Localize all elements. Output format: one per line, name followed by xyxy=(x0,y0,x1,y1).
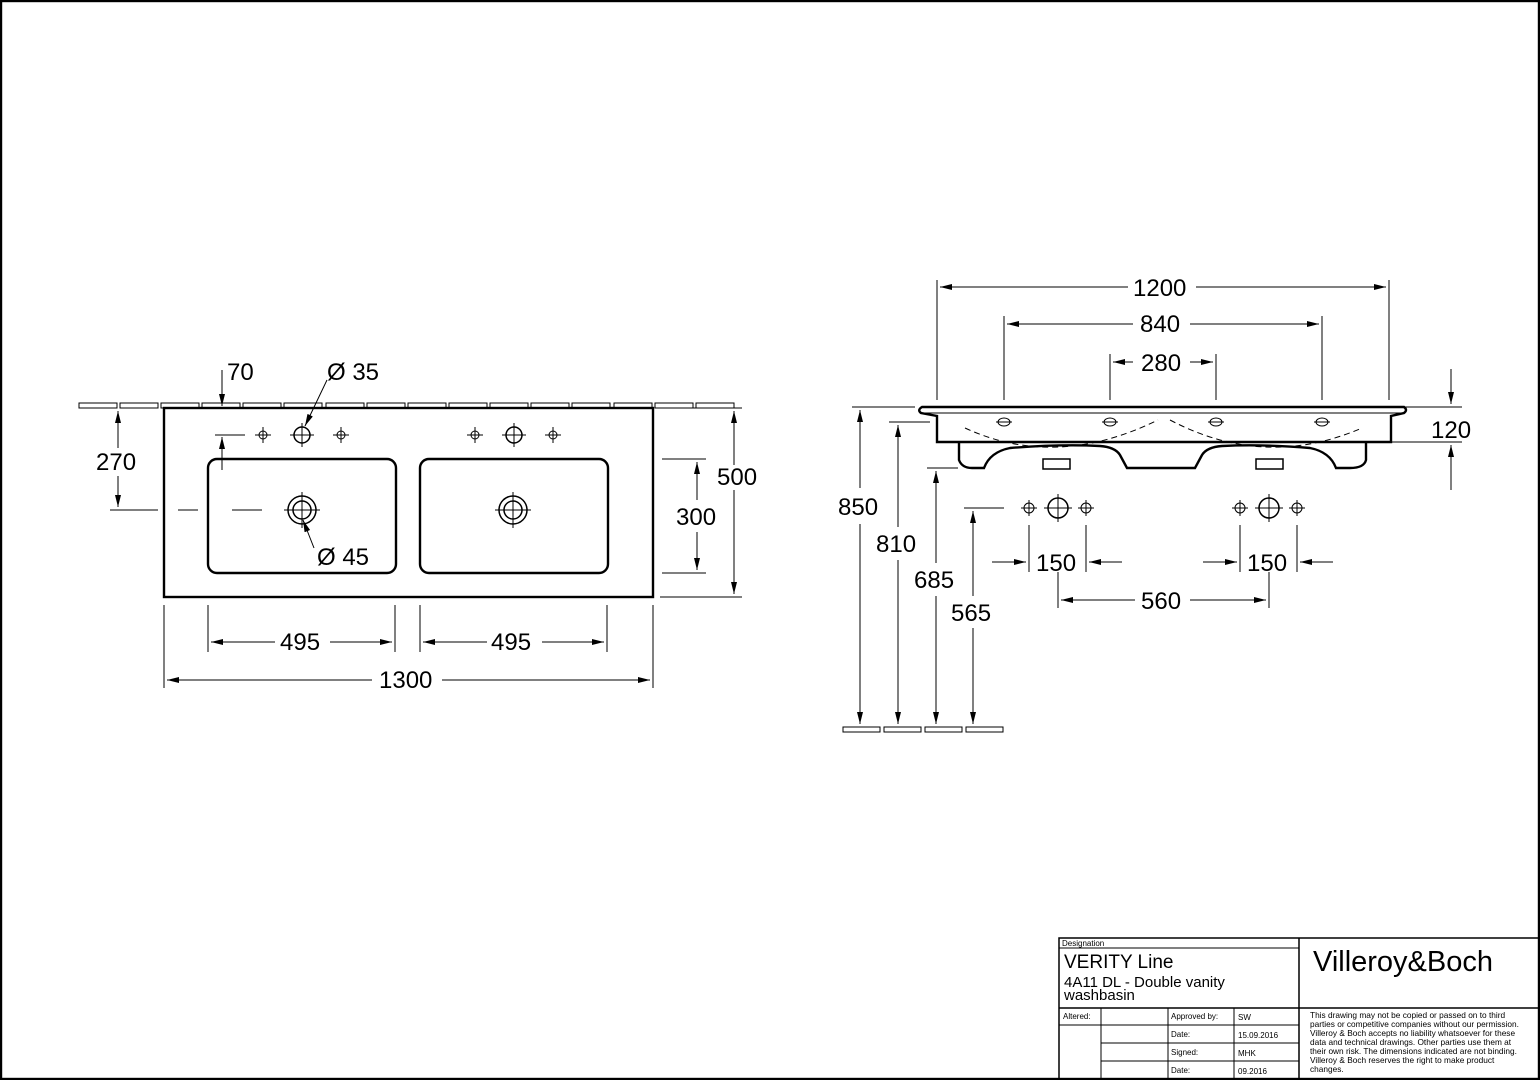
dim-1200: 1200 xyxy=(1133,275,1186,302)
plan-tap-holes-left xyxy=(255,423,349,447)
tb-product-line: VERITY Line xyxy=(1064,952,1173,973)
dim-840: 840 xyxy=(1140,311,1180,338)
dim-495-left: 495 xyxy=(280,629,320,656)
plan-waste-right xyxy=(495,492,531,528)
dim-280: 280 xyxy=(1141,350,1181,377)
elevation-underside xyxy=(957,442,1368,470)
tb-brand-logo: Villeroy&Boch xyxy=(1313,946,1493,978)
dim-685: 685 xyxy=(914,567,954,594)
tb-date-value-1: 15.09.2016 xyxy=(1238,1031,1279,1040)
plan-bowl-right xyxy=(418,457,610,575)
tb-disclaimer: This drawing may not be copied or passed… xyxy=(1310,1010,1519,1074)
dim-d45: Ø 45 xyxy=(317,544,369,571)
tb-product-code-1: 4A11 DL - Double vanity xyxy=(1064,974,1225,991)
elevation-waste-left xyxy=(1042,458,1071,470)
tb-date-label-2: Date: xyxy=(1171,1066,1190,1075)
dim-70: 70 xyxy=(227,359,254,386)
dim-495-right: 495 xyxy=(491,629,531,656)
tb-product-code-2: washbasin xyxy=(1063,987,1135,1004)
dim-850: 850 xyxy=(838,494,878,521)
plan-waste-left xyxy=(284,492,320,528)
dim-300: 300 xyxy=(676,504,716,531)
svg-text:Villeroy & Boch accepts no lia: Villeroy & Boch accepts no liability wha… xyxy=(1310,1028,1515,1038)
dim-150-right: 150 xyxy=(1247,550,1287,577)
dim-500: 500 xyxy=(717,464,757,491)
plan-basin-outline xyxy=(162,406,655,599)
svg-text:changes.: changes. xyxy=(1310,1064,1344,1074)
leader-d35 xyxy=(304,379,328,427)
dim-150-left: 150 xyxy=(1036,550,1076,577)
dim-270: 270 xyxy=(96,449,136,476)
svg-text:their own risk. The dimensions: their own risk. The dimensions indicated… xyxy=(1310,1046,1517,1056)
tb-date-value-2: 09.2016 xyxy=(1238,1067,1267,1076)
tb-altered-label: Altered: xyxy=(1063,1012,1091,1021)
elevation-bowl-dash-right xyxy=(1169,419,1363,448)
elevation-view: 1200 840 280 120 850 810 685 xyxy=(838,275,1471,733)
elevation-waste-right xyxy=(1255,458,1284,470)
dim-810: 810 xyxy=(876,531,916,558)
elevation-top-slab xyxy=(918,405,1408,444)
elevation-floor-hatch xyxy=(842,726,1004,733)
tb-approved-label: Approved by: xyxy=(1171,1012,1218,1021)
dim-560: 560 xyxy=(1141,588,1181,615)
dim-d35: Ø 35 xyxy=(327,359,379,386)
tb-designation-label: Designation xyxy=(1062,939,1104,948)
elevation-bowl-dash-left xyxy=(964,419,1159,448)
tb-signed-label: Signed: xyxy=(1171,1048,1198,1057)
svg-text:This drawing may not be copied: This drawing may not be copied or passed… xyxy=(1310,1010,1505,1020)
elevation-supply-right xyxy=(1232,494,1305,522)
dim-1300: 1300 xyxy=(379,667,432,694)
title-block: Designation VERITY Line 4A11 DL - Double… xyxy=(1058,937,1540,1080)
tb-date-label-1: Date: xyxy=(1171,1030,1190,1039)
elevation-supply-left xyxy=(1021,494,1094,522)
svg-text:data and technical drawings. O: data and technical drawings. Other parti… xyxy=(1310,1037,1512,1047)
tb-approved-value: SW xyxy=(1238,1013,1251,1022)
dim-120: 120 xyxy=(1431,417,1471,444)
elevation-fixing-holes xyxy=(996,417,1330,427)
leader-d45 xyxy=(302,519,315,549)
plan-bowl-left xyxy=(206,457,398,575)
tb-signed-value: MHK xyxy=(1238,1049,1256,1058)
svg-text:Villeroy & Boch reserves the r: Villeroy & Boch reserves the right to ma… xyxy=(1310,1055,1495,1065)
dim-565: 565 xyxy=(951,600,991,627)
svg-text:parties or competitive compani: parties or competitive companies without… xyxy=(1310,1019,1519,1029)
plan-view: 70 Ø 35 Ø 45 270 500 300 495 49 xyxy=(78,359,757,694)
plan-tap-holes-right xyxy=(467,423,561,447)
